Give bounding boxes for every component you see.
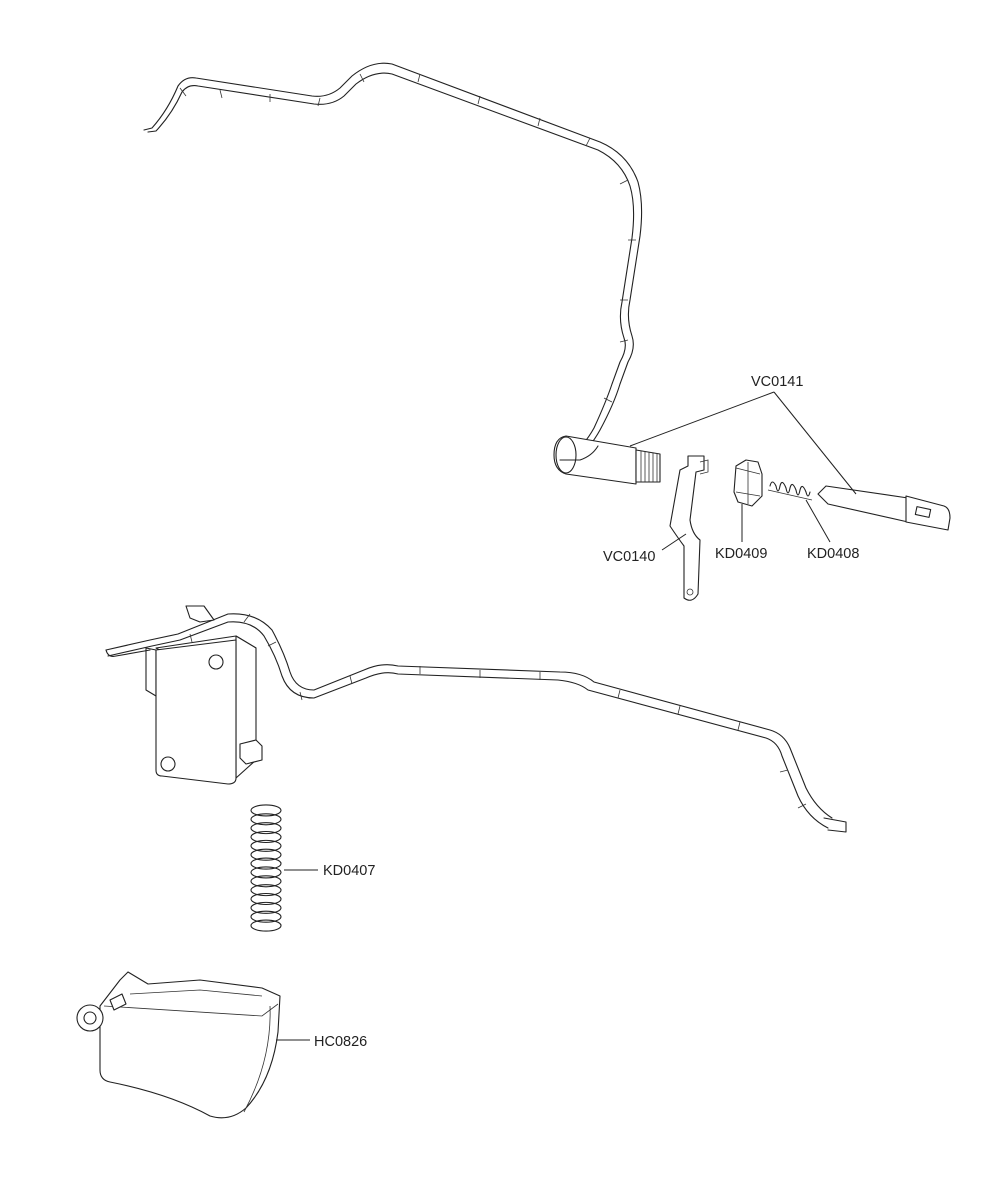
leader-lines [276,391,857,1041]
leader-vc0141-barrel [629,391,775,447]
trigger-housing-hc0826 [76,971,281,1119]
label-kd0407: KD0407 [323,863,375,879]
small-spring-kd0408 [767,481,813,501]
spring-coil [250,804,282,817]
lower-wire-rod [105,613,847,833]
label-hc0826: HC0826 [314,1034,367,1050]
label-vc0141: VC0141 [751,374,803,390]
leader-kd0408 [805,499,831,543]
bent-bracket-vc0140 [669,455,709,601]
spring-coil [250,884,282,897]
plunger-pin [817,485,951,531]
leader-vc0140 [661,533,687,551]
upper-wire-rod [143,62,643,465]
spring-coil [250,919,282,932]
micro-switch [105,605,263,785]
spring-coil [250,892,282,906]
spring-coil [250,875,282,888]
spring-coil [250,901,282,914]
spring-coil [250,813,282,826]
spring-coil [250,848,282,861]
spring-coil [250,822,282,835]
spring-coil [250,839,282,852]
spring-coil [250,857,282,870]
large-spring-kd0407 [250,804,282,932]
threaded-barrel [553,435,661,485]
spring-coil [250,866,282,879]
label-vc0140: VC0140 [603,549,655,565]
spring-coil [250,910,282,923]
leader-vc0141-pin [773,391,857,495]
label-kd0409: KD0409 [715,546,767,562]
spring-coil [250,830,282,844]
label-kd0408: KD0408 [807,546,859,562]
hex-nut-kd0409 [733,459,763,507]
